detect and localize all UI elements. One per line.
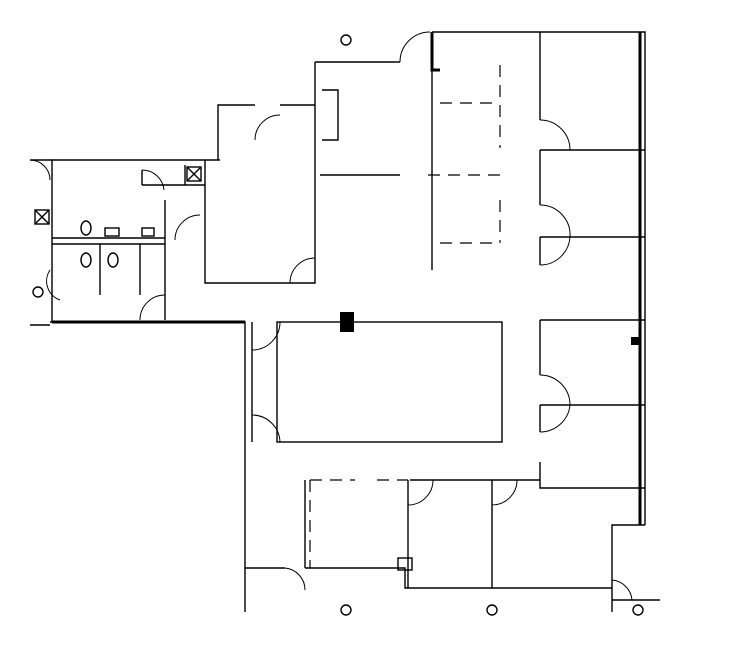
exhaust-fan-icon [34, 209, 50, 225]
sink-icon [141, 227, 155, 237]
open-office-partitions [320, 65, 505, 270]
sink-icon [104, 227, 120, 237]
toilet-icon [107, 252, 119, 268]
column [340, 312, 354, 332]
right-offices [539, 32, 645, 489]
column-marker-icon [340, 604, 352, 616]
column-marker-icon [32, 286, 44, 298]
toilet-icon [80, 252, 92, 268]
toilet-icon [80, 220, 92, 236]
column-marker-icon [632, 604, 644, 616]
column [631, 337, 639, 345]
conference-room [251, 312, 503, 443]
lower-rooms [304, 479, 540, 588]
restrooms [34, 165, 205, 320]
column-markers [32, 34, 644, 616]
column-marker-icon [340, 34, 352, 46]
door-swings [29, 31, 633, 601]
exhaust-fan-icon [186, 166, 202, 182]
column-marker-icon [486, 604, 498, 616]
